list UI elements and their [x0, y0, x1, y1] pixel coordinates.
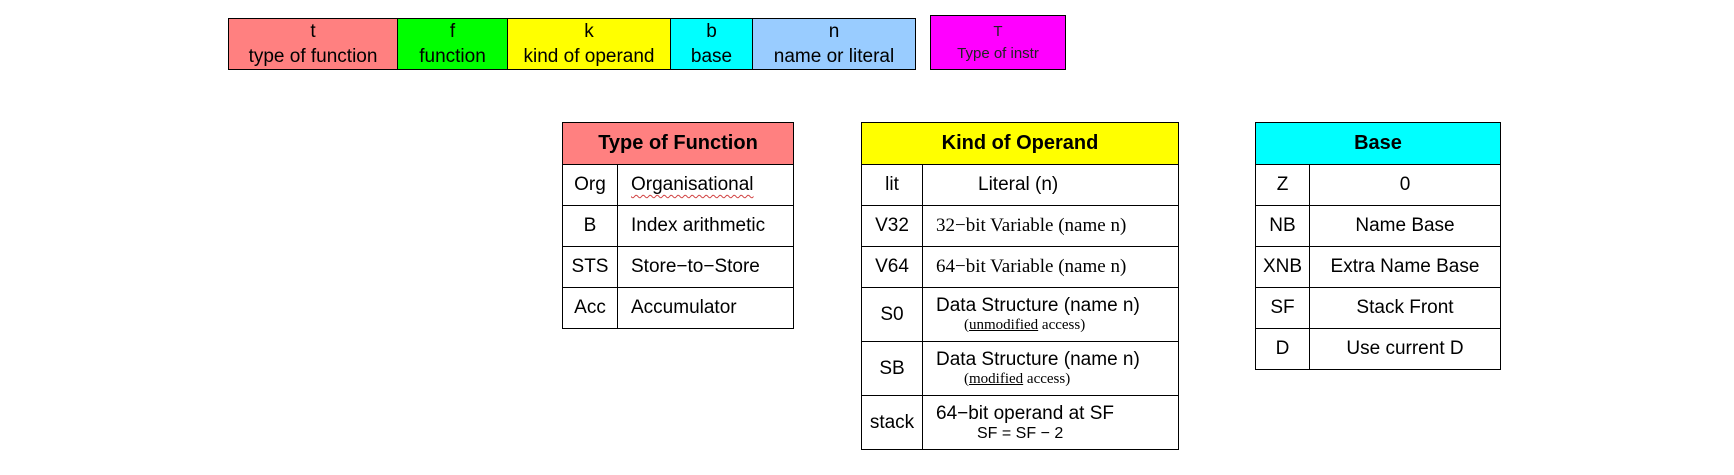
legend-label: function [419, 46, 486, 67]
legend-letter: t [310, 21, 316, 42]
row-code: V32 [861, 205, 923, 247]
table-row: D Use current D [1255, 328, 1501, 370]
row-code: STS [562, 246, 618, 288]
table-title: Base [1255, 122, 1501, 165]
row-desc: Stack Front [1309, 287, 1501, 329]
legend-letter: T [993, 22, 1003, 40]
table-row: Z 0 [1255, 164, 1501, 206]
row-code: S0 [861, 287, 923, 342]
sub-post: access) [1038, 317, 1086, 333]
row-desc-sub: (modified access) [936, 371, 1178, 388]
row-desc: Use current D [1309, 328, 1501, 370]
row-code: SB [861, 341, 923, 396]
row-desc-main: Data Structure (name n) [936, 295, 1140, 316]
row-desc: Data Structure (name n) (modified access… [922, 341, 1179, 396]
sub-underlined: modified [969, 371, 1024, 387]
row-desc: Index arithmetic [617, 205, 794, 247]
sub-underlined: unmodified [969, 317, 1039, 333]
row-code: B [562, 205, 618, 247]
row-code: V64 [861, 246, 923, 288]
row-code: XNB [1255, 246, 1310, 288]
legend-letter: n [828, 21, 840, 42]
row-desc-text: Organisational [631, 174, 754, 195]
row-desc-main: 64−bit operand at SF [936, 402, 1114, 424]
row-desc: 0 [1309, 164, 1501, 206]
row-code: D [1255, 328, 1310, 370]
type-of-function-table: Type of Function Org Organisational B In… [562, 122, 794, 329]
table-row: SF Stack Front [1255, 287, 1501, 329]
row-desc: 64−bit operand at SF SF = SF − 2 [922, 395, 1179, 450]
field-legend: t type of function f function k kind of … [228, 18, 916, 70]
table-title: Kind of Operand [861, 122, 1179, 165]
sub-post: access) [1023, 371, 1071, 387]
row-desc: Literal (n) [922, 164, 1179, 206]
row-code: lit [861, 164, 923, 206]
legend-label: kind of operand [523, 46, 655, 67]
legend-label: type of function [248, 46, 378, 67]
table-row: Org Organisational [562, 164, 794, 206]
table-row: V64 64−bit Variable (name n) [861, 246, 1179, 288]
base-table: Base Z 0 NB Name Base XNB Extra Name Bas… [1255, 122, 1501, 370]
legend-f: f function [398, 18, 508, 70]
table-row: stack 64−bit operand at SF SF = SF − 2 [861, 395, 1179, 450]
legend-n: n name or literal [753, 18, 916, 70]
table-row: SB Data Structure (name n) (modified acc… [861, 341, 1179, 396]
row-code: Org [562, 164, 618, 206]
table-row: B Index arithmetic [562, 205, 794, 247]
legend-type-of-instr: T Type of instr [930, 15, 1066, 70]
sub-pre: ( [964, 317, 969, 333]
row-desc-main: Data Structure (name n) [936, 349, 1140, 370]
row-desc-sub: SF = SF − 2 [977, 424, 1064, 442]
legend-k: k kind of operand [508, 18, 671, 70]
row-desc: Data Structure (name n) (unmodified acce… [922, 287, 1179, 342]
row-code: Acc [562, 287, 618, 329]
row-code: SF [1255, 287, 1310, 329]
row-desc: Name Base [1309, 205, 1501, 247]
table-row: lit Literal (n) [861, 164, 1179, 206]
table-row: NB Name Base [1255, 205, 1501, 247]
row-desc: Extra Name Base [1309, 246, 1501, 288]
row-desc: 64−bit Variable (name n) [922, 246, 1179, 288]
row-desc-sub: (unmodified access) [936, 317, 1178, 334]
legend-b: b base [671, 18, 753, 70]
legend-label: base [690, 46, 733, 67]
row-code: stack [861, 395, 923, 450]
row-desc: Accumulator [617, 287, 794, 329]
legend-letter: f [449, 21, 456, 42]
row-code: Z [1255, 164, 1310, 206]
row-desc: Organisational [617, 164, 794, 206]
table-row: XNB Extra Name Base [1255, 246, 1501, 288]
legend-label: name or literal [773, 46, 895, 67]
table-row: S0 Data Structure (name n) (unmodified a… [861, 287, 1179, 342]
legend-label: Type of instr [957, 44, 1039, 62]
table-title: Type of Function [562, 122, 794, 165]
table-row: V32 32−bit Variable (name n) [861, 205, 1179, 247]
legend-t: t type of function [228, 18, 398, 70]
row-desc: 32−bit Variable (name n) [922, 205, 1179, 247]
table-row: STS Store−to−Store [562, 246, 794, 288]
row-code: NB [1255, 205, 1310, 247]
row-desc: Store−to−Store [617, 246, 794, 288]
legend-letter: k [584, 21, 594, 42]
sub-pre: ( [964, 371, 969, 387]
kind-of-operand-table: Kind of Operand lit Literal (n) V32 32−b… [861, 122, 1179, 450]
legend-letter: b [706, 21, 717, 42]
table-row: Acc Accumulator [562, 287, 794, 329]
